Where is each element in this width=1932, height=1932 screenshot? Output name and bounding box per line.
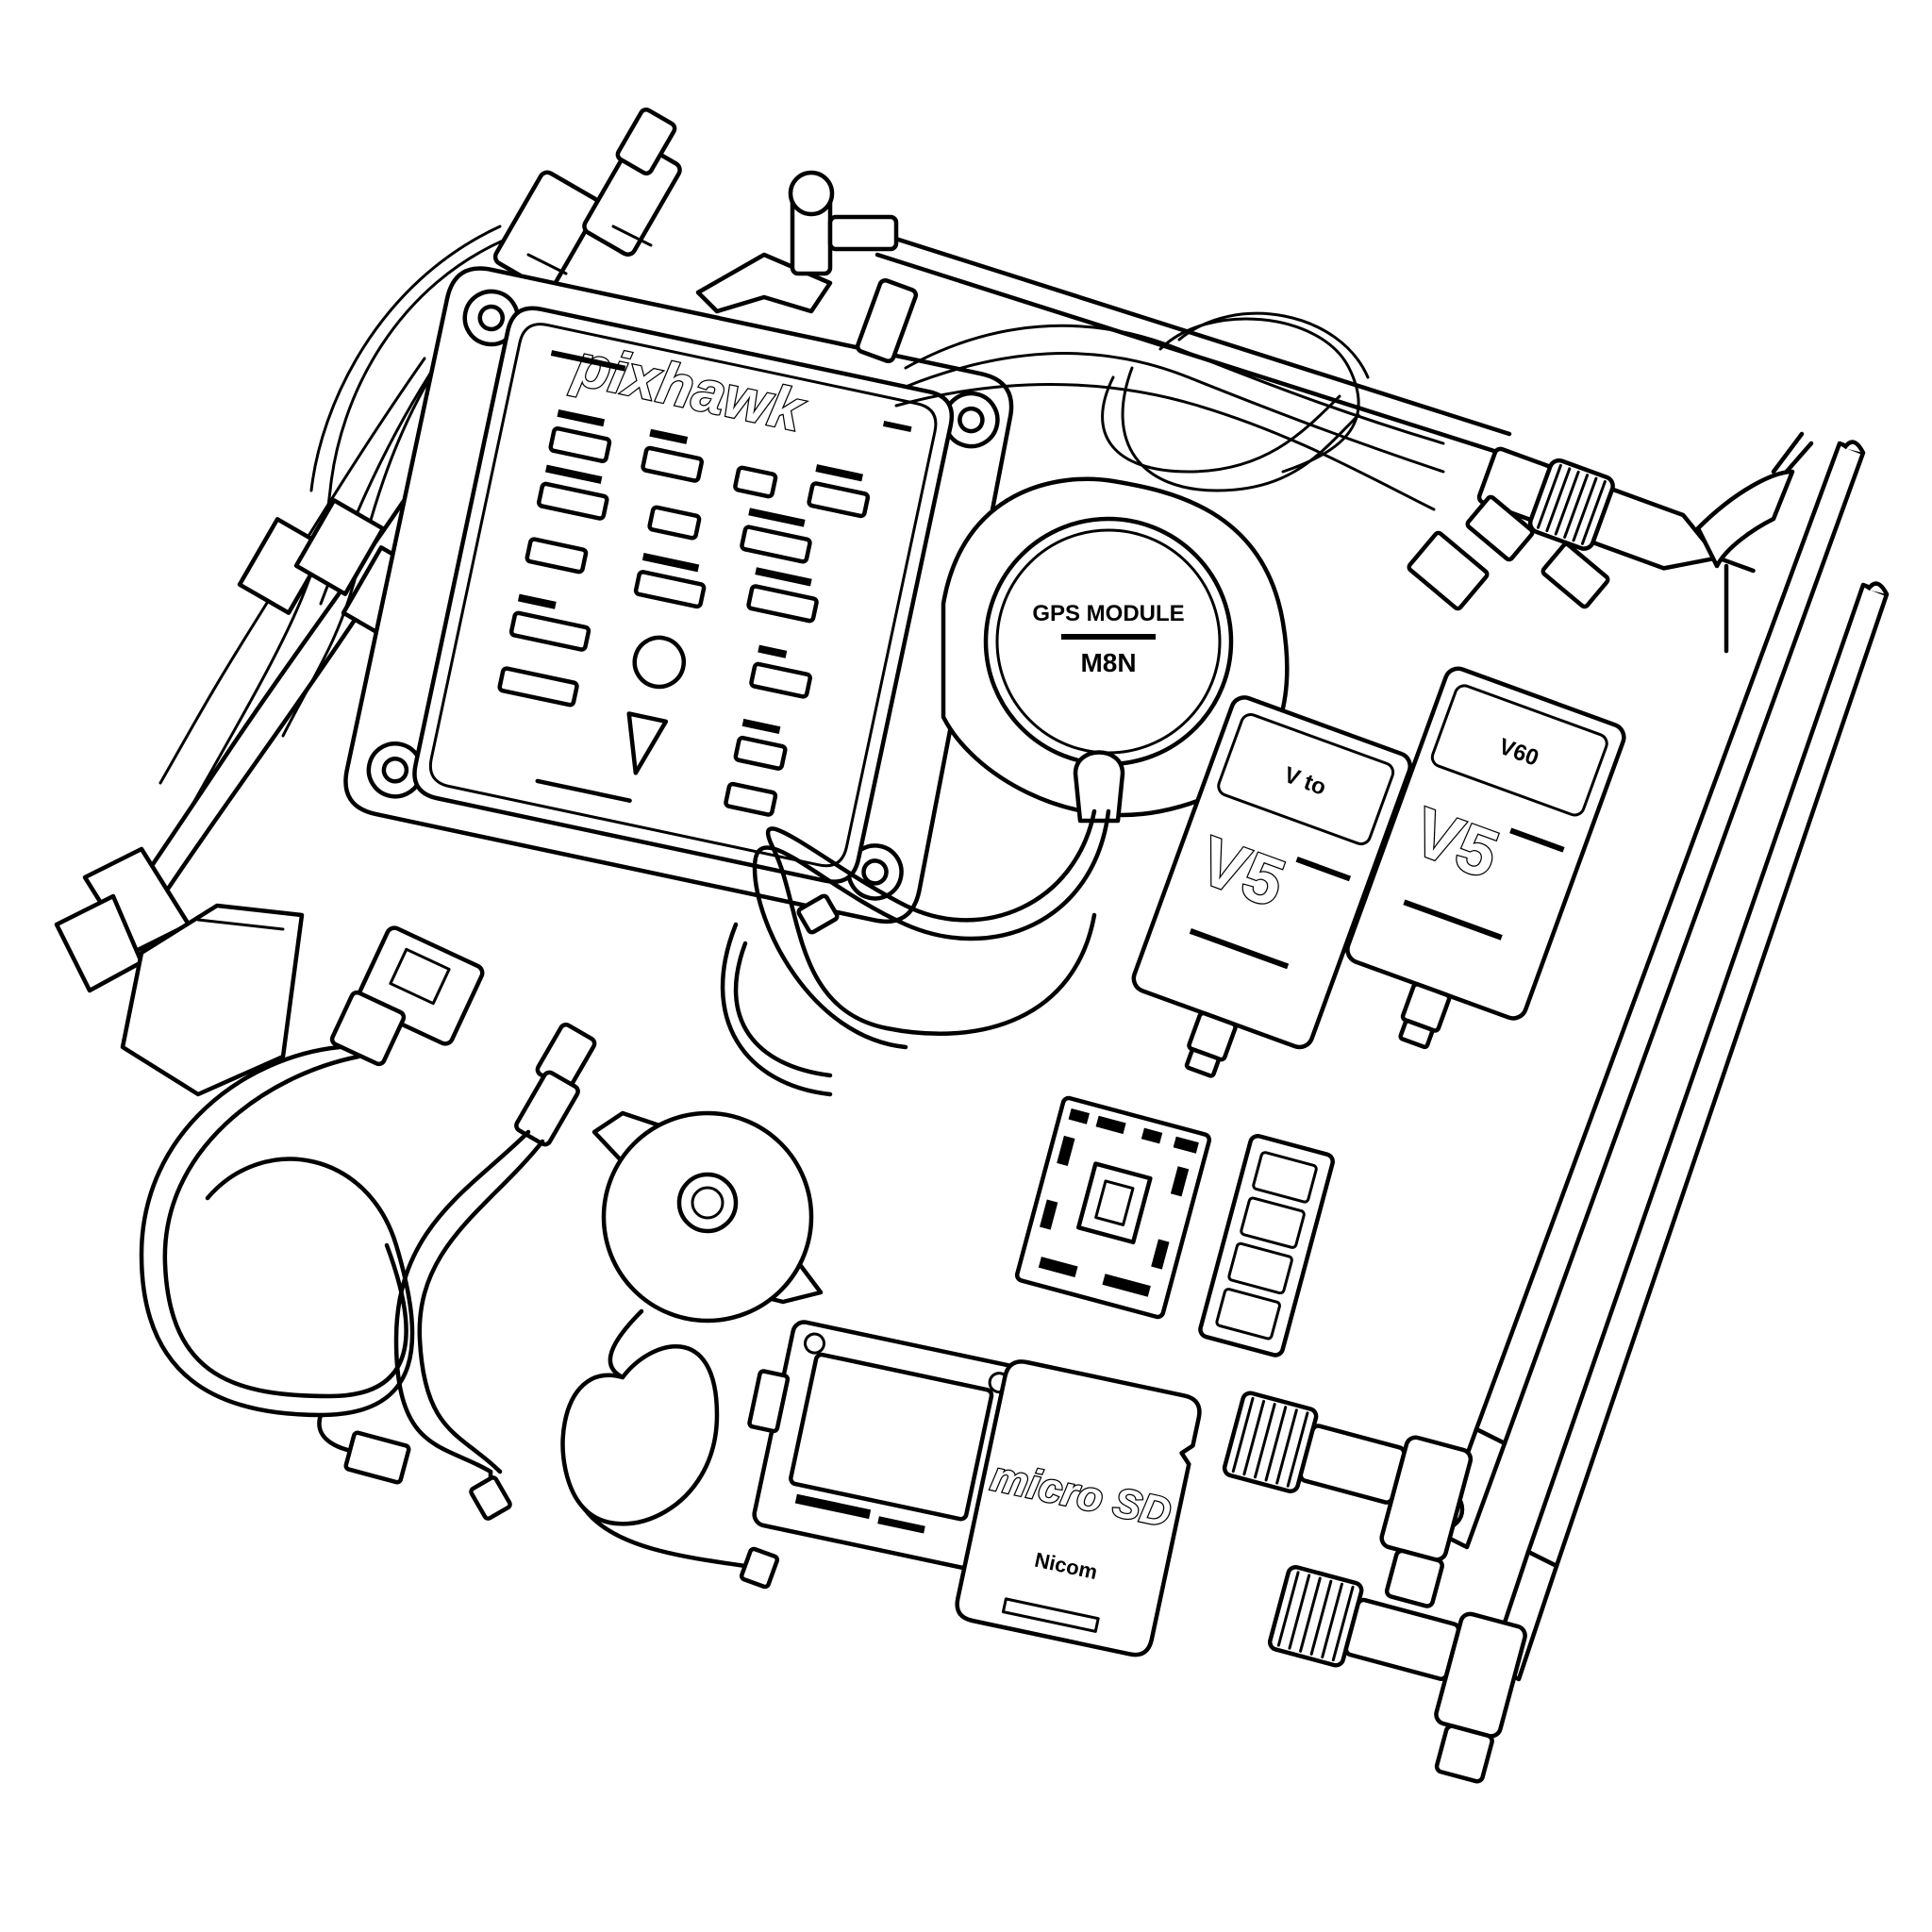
pcb-module bbox=[1016, 1097, 1210, 1319]
telemetry-radio-left: V to V5 bbox=[1110, 693, 1413, 1104]
sma-adapter-2 bbox=[1249, 1565, 1527, 1784]
gps-module: GPS MODULE M8N bbox=[723, 479, 1287, 1094]
gps-label-line2: M8N bbox=[1080, 648, 1136, 677]
power-connector bbox=[57, 849, 302, 1094]
flight-controller: pixhawk bbox=[340, 262, 1027, 928]
antenna-top-stand bbox=[1698, 434, 1811, 651]
oled-display bbox=[729, 1315, 1026, 1572]
connector-with-coiled-wire bbox=[142, 925, 485, 1483]
sma-adapter-1 bbox=[1204, 1391, 1473, 1607]
gps-label-line1: GPS MODULE bbox=[1032, 601, 1184, 626]
power-distribution-strip bbox=[1199, 1134, 1335, 1357]
telemetry-radio-right: V60 V5 bbox=[1324, 665, 1627, 1075]
top-cable-harness bbox=[698, 173, 1766, 610]
buzzer bbox=[563, 1113, 821, 1588]
small-jst-cable bbox=[396, 1023, 596, 1520]
top-left-plugs bbox=[492, 108, 682, 292]
sma-connector-top bbox=[1474, 439, 1766, 607]
micro-sd-card: micro SD Nicom bbox=[954, 1358, 1203, 1658]
